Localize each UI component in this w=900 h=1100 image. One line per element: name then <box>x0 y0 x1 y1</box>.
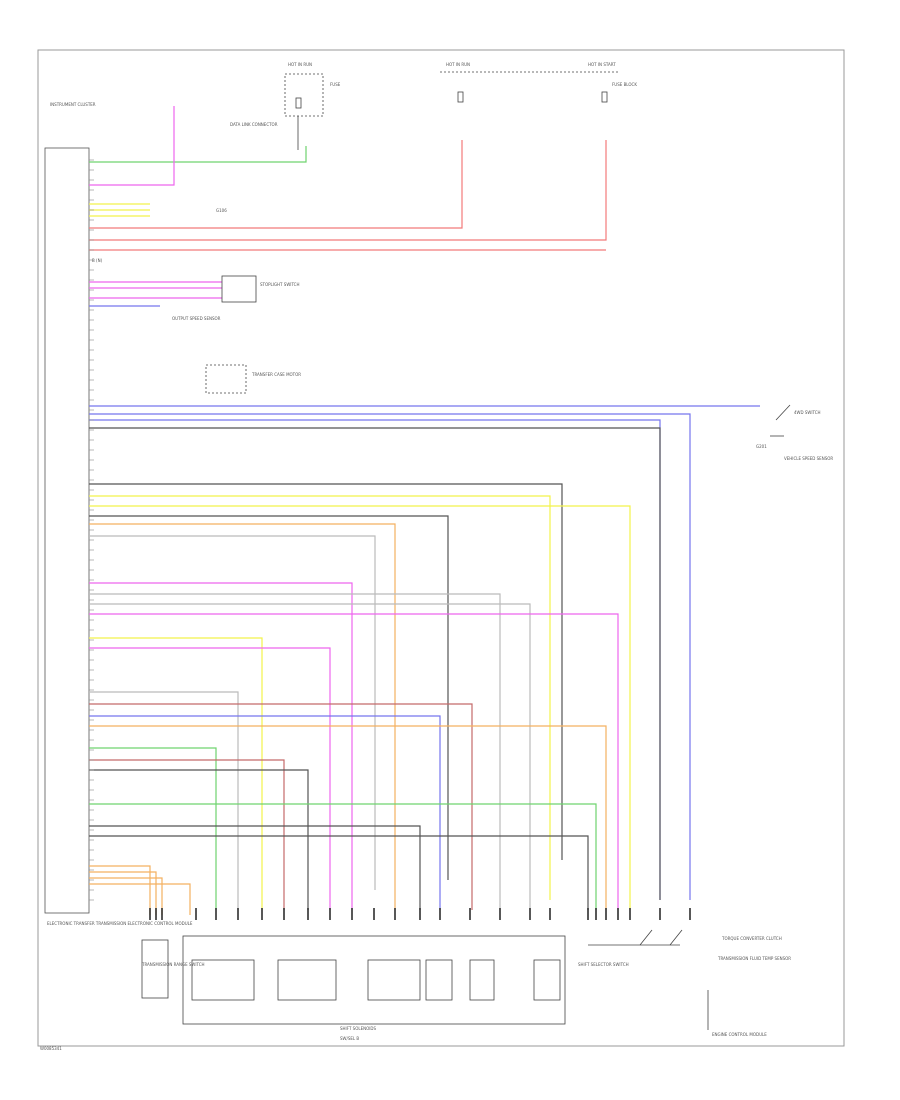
wire-blue <box>89 715 441 910</box>
wire-blue <box>89 413 691 900</box>
wire-magenta <box>89 106 175 186</box>
wire-yellow <box>89 495 551 900</box>
4wd-switch <box>770 404 791 437</box>
wire-red <box>89 140 463 229</box>
label-hot-in-start: HOT IN START <box>588 62 616 67</box>
pin-group <box>89 159 691 920</box>
wire-dark <box>89 427 661 900</box>
control-module-box <box>44 147 90 914</box>
wire-orange <box>89 725 607 910</box>
label-instrument-cluster: INSTRUMENT CLUSTER <box>50 102 96 107</box>
wire-gray <box>89 593 501 910</box>
label-4wd-switch: 4WD SWITCH <box>794 410 821 415</box>
wire-brown <box>89 759 285 910</box>
transmission-range-switch <box>141 939 169 999</box>
label-hot-in-run-2: HOT IN RUN <box>446 62 470 67</box>
wire-orange <box>89 883 191 915</box>
bottom-label: SW/SEL B <box>340 1036 359 1041</box>
label-fuse: FUSE <box>330 82 341 87</box>
wire-green <box>89 803 597 910</box>
label-torque-converter-clutch: TORQUE CONVERTER CLUTCH <box>721 936 782 941</box>
label-g106: G106 <box>216 208 227 213</box>
module-label: ELECTRONIC TRANSFER TRANSMISSION ELECTRO… <box>47 921 193 926</box>
wire-orange <box>89 871 157 915</box>
wire-brown <box>89 703 473 910</box>
label-g201: G201 <box>756 444 767 449</box>
wire-green <box>89 146 307 163</box>
wire-gray <box>89 535 376 890</box>
wire-orange <box>89 523 396 910</box>
label-output-speed-sensor: OUTPUT SPEED SENSOR <box>172 316 221 321</box>
wire-group <box>89 106 760 915</box>
wire-orange <box>89 865 151 915</box>
wire-gray <box>89 691 239 910</box>
label-transfer-case-motor: TRANSFER CASE MOTOR <box>251 372 301 377</box>
label-shift-selector-switch: SHIFT SELECTOR SWITCH <box>578 962 629 967</box>
wire-gray <box>89 603 531 910</box>
label-transmission-fluid-temp-sensor: TRANSMISSION FLUID TEMP SENSOR <box>717 956 791 961</box>
wire-green <box>89 747 217 910</box>
label-stoplight-switch: STOPLIGHT SWITCH <box>260 282 299 287</box>
wire-dark <box>89 835 589 910</box>
fuse-hot-in-run-1 <box>440 71 620 103</box>
page-id: W0085341 <box>40 1046 62 1051</box>
sheet-label: B (N) <box>92 258 103 263</box>
wire-dark <box>89 769 309 910</box>
shift-solenoid-pack <box>182 935 566 1025</box>
diagram-border <box>37 49 845 1047</box>
label-vehicle-speed-sensor: VEHICLE SPEED SENSOR <box>784 456 833 461</box>
transfer-case-motor <box>205 364 247 394</box>
label-data-link-connector: DATA LINK CONNECTOR <box>230 122 278 127</box>
fuse-block-top <box>284 73 324 150</box>
label-hot-in-run-1: HOT IN RUN <box>288 62 312 67</box>
wire-magenta <box>89 647 331 910</box>
wire-dark <box>89 483 563 860</box>
wire-dark <box>89 825 421 910</box>
stoplight-switch <box>221 275 257 303</box>
wire-yellow <box>89 505 631 910</box>
label-shift-solenoids: SHIFT SOLENOIDS <box>340 1026 377 1031</box>
wire-magenta <box>89 582 353 910</box>
wire-red <box>89 140 607 241</box>
wire-orange <box>89 877 163 915</box>
shift-selector-switch <box>588 929 683 946</box>
label-engine-control-module: ENGINE CONTROL MODULE <box>712 1032 767 1037</box>
label-transmission-range-switch: TRANSMISSION RANGE SWITCH <box>141 962 205 967</box>
wire-dark <box>89 515 449 880</box>
label-fuse-block: FUSE BLOCK <box>612 82 637 87</box>
wire-yellow <box>89 637 263 910</box>
wire-magenta <box>89 613 619 910</box>
